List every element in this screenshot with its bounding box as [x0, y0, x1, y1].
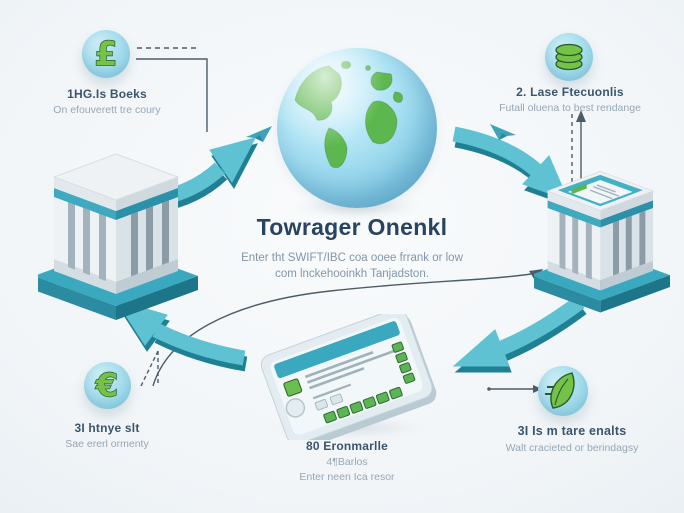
- diagram-subtitle-line2: com lnckehooinkh Tanjadston.: [275, 268, 429, 281]
- step-subtitle: Sae ererl ormenty: [65, 438, 149, 450]
- flow-arrow-top-left-icon: [145, 137, 258, 212]
- up-arrowhead-icon: [576, 110, 586, 122]
- pound-glyph: £: [95, 34, 118, 73]
- diagram-title: Towrager Onenkl: [256, 214, 448, 240]
- diagram-subtitle-line1: Enter tht SWIFT/IBC coa ooee frrank or l…: [241, 252, 463, 264]
- coin-stack-glyph: [555, 43, 583, 71]
- euro-glyph: €: [95, 366, 118, 404]
- bank-screen-icon: [557, 174, 643, 207]
- right-arrowhead-icon: [533, 385, 542, 393]
- form-green-badge-icon: [283, 378, 303, 397]
- step-line3: Enter neen Ica resor: [299, 470, 395, 483]
- step-bottom-center: 80 Eronmarlle 4¶Barlos Enter neen Ica re…: [247, 439, 447, 484]
- form-key-strip-bottom: [323, 386, 403, 424]
- leaf-icon: [538, 366, 588, 416]
- center-heading-block: Towrager Onenkl Enter tht SWIFT/IBC coa …: [212, 214, 492, 282]
- step-title: 2. Lase Ftecuonlis: [516, 85, 624, 99]
- step-top-left: 1HG.Is Boeks On efouverett tre coury: [7, 87, 207, 118]
- globe-icon: [277, 48, 437, 208]
- paper-plane-left-icon: [246, 126, 272, 142]
- transfer-form-icon: [260, 314, 437, 440]
- step-title: 80 Eronmarlle: [306, 439, 388, 453]
- step-subtitle: Walt cracieted or berindagsy: [505, 441, 639, 454]
- euro-icon: €: [84, 362, 131, 409]
- elbow-connector-top-left: [136, 58, 208, 132]
- step-title: 1HG.Is Boeks: [67, 87, 147, 101]
- step-line2: 4¶Barlos: [326, 456, 368, 468]
- form-coin-icon: [285, 398, 306, 418]
- line-start-dot: [487, 387, 491, 391]
- step-subtitle: Futall oluena to best rendange: [499, 102, 641, 114]
- pound-sterling-icon: £: [82, 30, 130, 78]
- step-title: 3I htnye slt: [74, 421, 140, 435]
- step-title: 3I Is m tare enalts: [517, 424, 627, 438]
- paper-plane-right-icon: [490, 124, 516, 140]
- bank-building-right-icon: [534, 170, 670, 313]
- flow-arrow-bottom-right-icon: [452, 295, 587, 373]
- form-key-strip-right: [391, 341, 416, 384]
- form-header-bar: [274, 321, 400, 379]
- bank-building-left-icon: [38, 153, 198, 320]
- step-top-right: 2. Lase Ftecuonlis Futall oluena to best…: [470, 85, 670, 116]
- globe-continents: [294, 61, 404, 169]
- coin-stack-icon: [545, 33, 593, 81]
- step-bottom-left: 3I htnye slt Sae ererl ormenty: [7, 421, 207, 452]
- diagram-subtitle: Enter tht SWIFT/IBC coa ooee frrank or l…: [212, 250, 492, 282]
- step-bottom-right: 3I Is m tare enalts Walt cracieted or be…: [472, 424, 672, 455]
- leaf-glyph: [545, 372, 575, 409]
- step-subtitle: On efouverett tre coury: [53, 104, 161, 116]
